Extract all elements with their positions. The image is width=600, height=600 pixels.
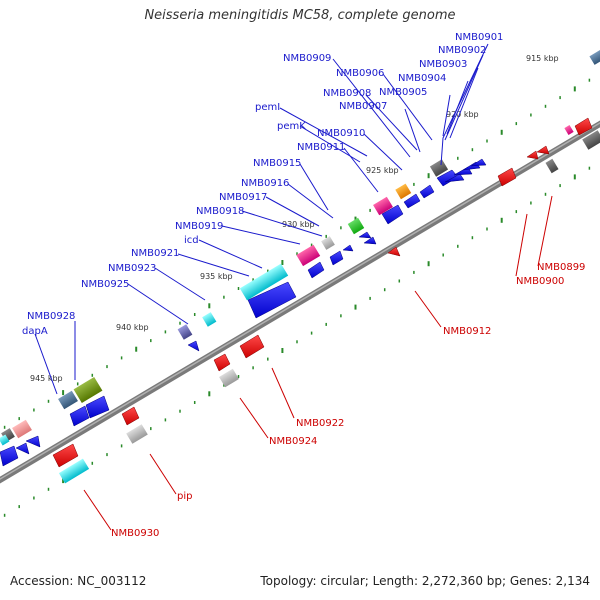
forward-gene-labels: NMB0901 NMB0902 NMB0903 NMB0904 NMB0905 … bbox=[22, 32, 503, 337]
gene-arrow[interactable] bbox=[15, 442, 30, 455]
forward-genes bbox=[0, 49, 600, 467]
gene-box[interactable] bbox=[347, 217, 365, 235]
kbp-label-930: 930 kbp bbox=[282, 220, 315, 229]
gene-arrow[interactable] bbox=[497, 167, 517, 187]
gene-label-NMB0904[interactable]: NMB0904 bbox=[398, 73, 446, 84]
gene-label-NMB0906[interactable]: NMB0906 bbox=[336, 68, 384, 79]
gene-arrow[interactable] bbox=[470, 158, 487, 167]
forward-leader-lines bbox=[34, 43, 489, 395]
gene-box[interactable] bbox=[58, 458, 90, 484]
gene-arrow[interactable] bbox=[342, 244, 354, 252]
gene-arrow[interactable] bbox=[121, 406, 140, 426]
gene-label-NMB0916[interactable]: NMB0916 bbox=[241, 178, 289, 189]
gene-label-NMB0907[interactable]: NMB0907 bbox=[339, 101, 387, 112]
gene-label-NMB0918[interactable]: NMB0918 bbox=[196, 206, 244, 217]
gene-label-NMB0911[interactable]: NMB0911 bbox=[297, 142, 345, 153]
gene-label-NMB0905[interactable]: NMB0905 bbox=[379, 87, 427, 98]
gene-label-pemK[interactable]: pemK bbox=[277, 121, 306, 132]
gene-arrow[interactable] bbox=[0, 445, 19, 467]
kbp-label-920: 920 kbp bbox=[446, 110, 479, 119]
gene-label-NMB0903[interactable]: NMB0903 bbox=[419, 59, 467, 70]
gene-box[interactable] bbox=[126, 424, 148, 444]
gene-arrow[interactable] bbox=[247, 281, 297, 319]
gene-box[interactable] bbox=[58, 390, 78, 410]
gene-label-NMB0902[interactable]: NMB0902 bbox=[438, 45, 486, 56]
gene-box[interactable] bbox=[239, 263, 289, 301]
gene-label-NMB0928[interactable]: NMB0928 bbox=[27, 311, 75, 322]
gene-label-NMB0909[interactable]: NMB0909 bbox=[283, 53, 331, 64]
kbp-label-935: 935 kbp bbox=[200, 272, 233, 281]
gene-arrow[interactable] bbox=[187, 340, 200, 352]
gene-arrow[interactable] bbox=[329, 250, 344, 266]
gene-box[interactable] bbox=[373, 196, 393, 216]
gene-arrow[interactable] bbox=[387, 246, 401, 257]
gene-arrow[interactable] bbox=[536, 145, 550, 155]
gene-box[interactable] bbox=[219, 368, 239, 388]
gene-label-NMB0921[interactable]: NMB0921 bbox=[131, 248, 179, 259]
gene-label-icd[interactable]: icd bbox=[184, 235, 199, 246]
gene-label-NMB0901[interactable]: NMB0901 bbox=[455, 32, 503, 43]
gene-box[interactable] bbox=[73, 376, 103, 404]
gene-label-pip[interactable]: pip bbox=[177, 491, 192, 502]
gene-arrow[interactable] bbox=[239, 334, 265, 359]
kbp-tick-labels: 915 kbp 920 kbp 925 kbp 930 kbp 935 kbp … bbox=[30, 54, 559, 383]
gene-box[interactable] bbox=[564, 125, 574, 135]
kbp-label-940: 940 kbp bbox=[116, 323, 149, 332]
gene-arrow[interactable] bbox=[213, 353, 231, 372]
gene-arrow[interactable] bbox=[403, 193, 421, 209]
topology-text: Topology: circular; Length: 2,272,360 bp… bbox=[260, 574, 590, 588]
gene-arrow[interactable] bbox=[526, 150, 539, 160]
gene-label-dapA[interactable]: dapA bbox=[22, 326, 48, 337]
gene-arrow[interactable] bbox=[381, 204, 404, 225]
gene-label-NMB0925[interactable]: NMB0925 bbox=[81, 279, 129, 290]
gene-box[interactable] bbox=[395, 183, 412, 200]
gene-box[interactable] bbox=[582, 130, 600, 150]
reverse-leader-lines bbox=[83, 195, 553, 531]
gene-box[interactable] bbox=[177, 324, 193, 340]
gene-arrow[interactable] bbox=[25, 435, 41, 448]
gene-label-NMB0908[interactable]: NMB0908 bbox=[323, 88, 371, 99]
map-title: Neisseria meningitidis MC58, complete ge… bbox=[144, 8, 456, 23]
kbp-label-925: 925 kbp bbox=[366, 166, 399, 175]
gene-box[interactable] bbox=[296, 244, 321, 267]
gene-arrow[interactable] bbox=[444, 173, 465, 183]
gene-arrow[interactable] bbox=[363, 236, 377, 245]
gene-box[interactable] bbox=[0, 434, 10, 446]
gene-label-NMB0900[interactable]: NMB0900 bbox=[516, 276, 564, 287]
gene-label-NMB0924[interactable]: NMB0924 bbox=[269, 436, 317, 447]
kbp-label-915: 915 kbp bbox=[526, 54, 559, 63]
gene-label-NMB0912[interactable]: NMB0912 bbox=[443, 326, 491, 337]
gene-label-NMB0899[interactable]: NMB0899 bbox=[537, 262, 585, 273]
gene-arrow[interactable] bbox=[358, 231, 372, 239]
gene-label-NMB0930[interactable]: NMB0930 bbox=[111, 528, 159, 539]
gene-arrow[interactable] bbox=[52, 443, 79, 468]
kbp-label-945: 945 kbp bbox=[30, 374, 63, 383]
reverse-genes bbox=[52, 117, 600, 484]
gene-box[interactable] bbox=[321, 236, 335, 250]
gene-arrow[interactable] bbox=[574, 117, 593, 136]
gene-box[interactable] bbox=[545, 158, 559, 174]
reverse-gene-labels: NMB0899 NMB0900 NMB0912 NMB0922 NMB0924 … bbox=[111, 262, 585, 539]
gene-label-pemI[interactable]: pemI bbox=[255, 102, 280, 113]
gene-arrow[interactable] bbox=[69, 405, 90, 427]
gene-box[interactable] bbox=[12, 419, 32, 439]
gene-label-NMB0917[interactable]: NMB0917 bbox=[219, 192, 267, 203]
gene-arrow[interactable] bbox=[85, 395, 110, 419]
gene-arrow[interactable] bbox=[419, 184, 435, 199]
gene-box[interactable] bbox=[429, 159, 449, 177]
gene-box[interactable] bbox=[589, 49, 600, 65]
gene-arrow[interactable] bbox=[307, 261, 325, 279]
gene-label-NMB0910[interactable]: NMB0910 bbox=[317, 128, 365, 139]
gene-label-NMB0919[interactable]: NMB0919 bbox=[175, 221, 223, 232]
accession-text: Accession: NC_003112 bbox=[10, 574, 147, 588]
gene-label-NMB0923[interactable]: NMB0923 bbox=[108, 263, 156, 274]
gene-box[interactable] bbox=[202, 312, 217, 327]
gene-label-NMB0922[interactable]: NMB0922 bbox=[296, 418, 344, 429]
gene-label-NMB0915[interactable]: NMB0915 bbox=[253, 158, 301, 169]
